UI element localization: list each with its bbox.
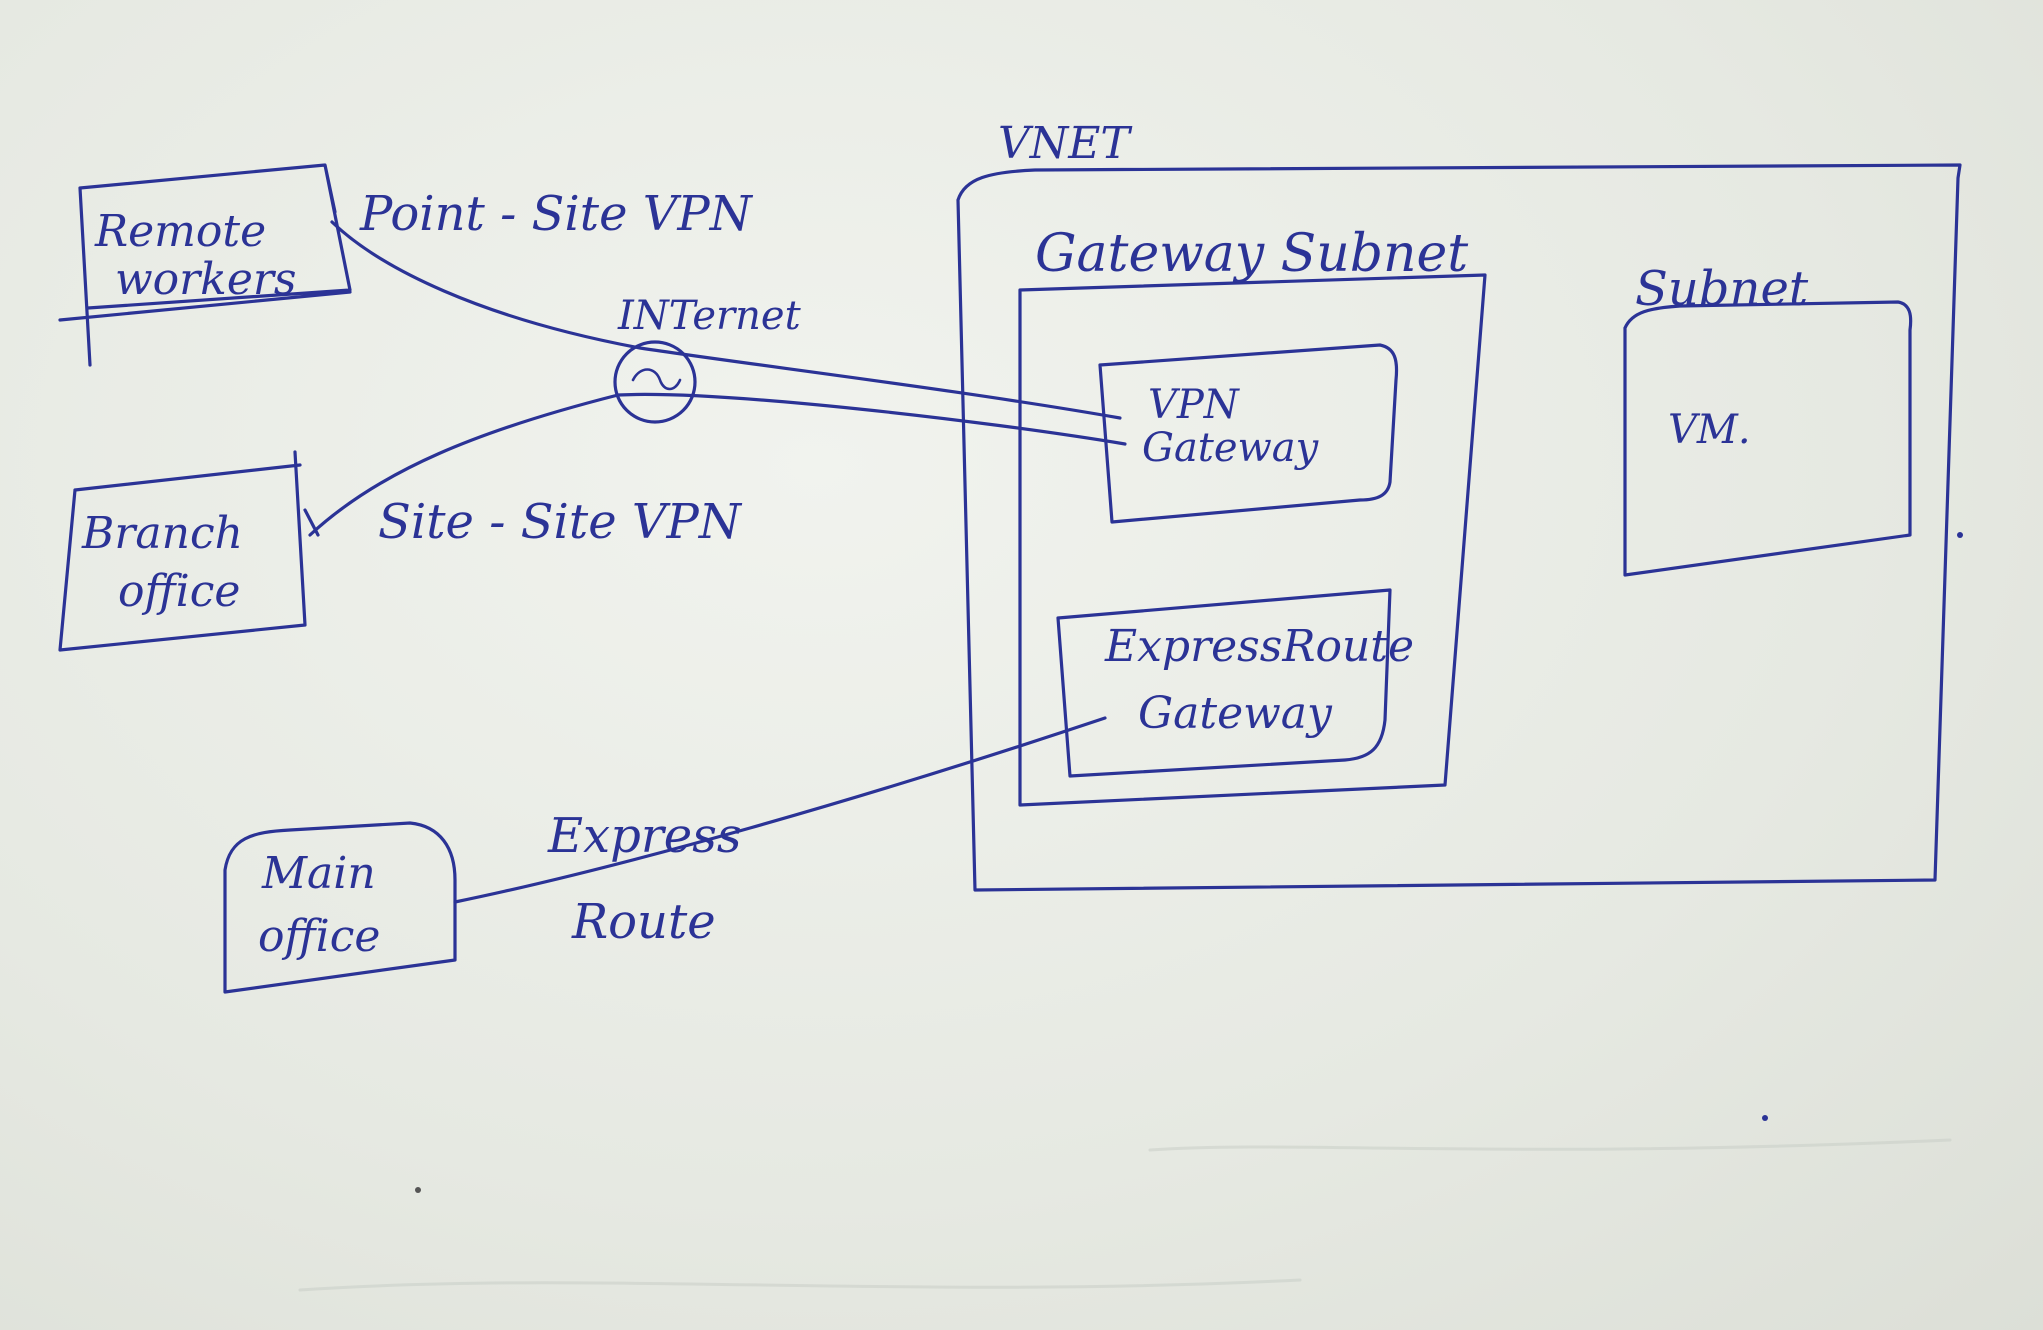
site-to-site-connection xyxy=(308,392,1127,537)
gateway-subnet-box xyxy=(1018,273,1487,807)
express-route-label-1: Express xyxy=(548,808,742,864)
internet-label: INTernet xyxy=(618,293,801,339)
erased-mark xyxy=(1148,1138,1952,1152)
point-to-site-label: Point - Site VPN xyxy=(360,186,752,242)
expressroute-gateway-box xyxy=(1056,588,1392,778)
site-to-site-label: Site - Site VPN xyxy=(378,494,741,550)
ink-dot xyxy=(1957,532,1963,538)
vpn-gateway-box xyxy=(1098,343,1399,524)
vpn-gateway-label-1: VPN xyxy=(1148,382,1239,428)
main-office-label-2: office xyxy=(258,911,381,962)
internet-squiggle xyxy=(631,368,682,391)
subnet-box xyxy=(1623,300,1913,577)
remote-workers-label-2: workers xyxy=(115,254,297,305)
internet-node xyxy=(613,340,697,424)
expressroute-connection xyxy=(453,716,1107,904)
branch-office-label-1: Branch xyxy=(82,508,243,559)
main-office-box xyxy=(223,821,457,994)
erased-mark xyxy=(298,1278,1302,1292)
express-route-label-2: Route xyxy=(572,894,716,950)
ink-dot xyxy=(1762,1115,1768,1121)
remote-workers-label-1: Remote xyxy=(95,206,267,257)
expressroute-gateway-label-1: ExpressRoute xyxy=(1105,621,1415,672)
ink-dot xyxy=(415,1187,421,1193)
expressroute-gateway-label-2: Gateway xyxy=(1138,688,1332,739)
point-to-site-connection xyxy=(330,220,1122,420)
vm-label: VM. xyxy=(1668,407,1751,453)
vnet-box xyxy=(956,163,1962,892)
branch-office-label-2: office xyxy=(118,566,241,617)
main-office-label-1: Main xyxy=(262,848,376,899)
vnet-label: VNET xyxy=(998,118,1130,169)
subnet-label: Subnet xyxy=(1635,261,1809,317)
gateway-subnet-label: Gateway Subnet xyxy=(1035,224,1469,284)
vpn-gateway-label-2: Gateway xyxy=(1142,425,1319,471)
